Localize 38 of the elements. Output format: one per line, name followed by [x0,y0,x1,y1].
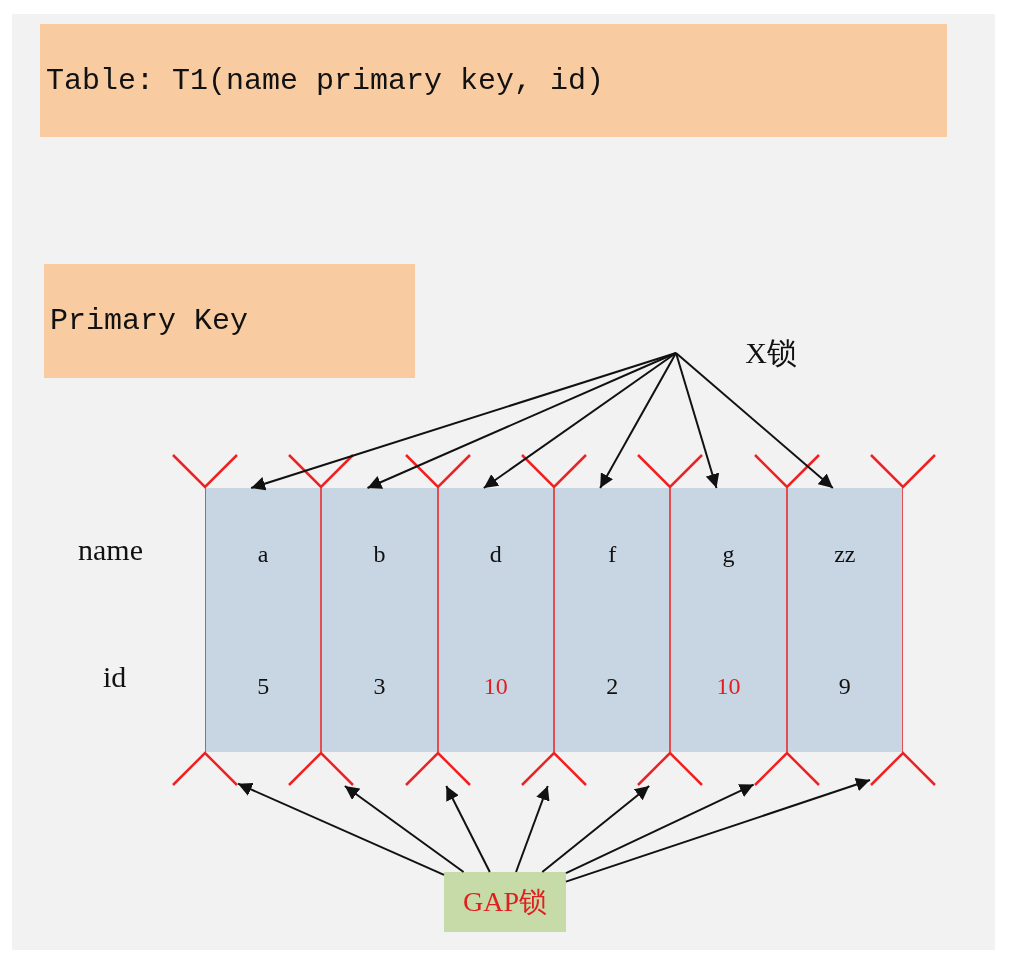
lock-label-box: GAP锁 [444,872,566,932]
arrow [599,352,677,489]
cell-value: 10 [715,672,742,701]
arrow [445,785,491,873]
table-cell: zz [786,488,903,620]
table-cell: b [321,488,438,620]
table-cell: f [554,488,671,620]
row-header: name [78,533,143,567]
table-cell: g [670,488,787,620]
arrow [675,352,834,489]
arrow [237,782,445,876]
lock-label: X锁 [676,333,797,373]
chevron-mark [288,752,355,786]
arrow [482,352,677,489]
chevron-mark [753,752,820,786]
table-cell: d [437,488,554,620]
arrow [675,352,720,489]
chevron-mark [521,752,587,786]
arrow [250,352,677,491]
row-header: id [103,660,127,694]
arrow [366,352,677,489]
cell-value: 5 [256,672,271,701]
cell-value: 2 [605,672,620,701]
cell-value: 10 [482,672,509,701]
cell-value: 9 [837,672,852,701]
chevron-mark [404,752,471,786]
arrow [515,785,550,873]
chevron-mark [172,752,238,786]
chevron-mark [637,752,704,786]
header-box: Primary Key [44,264,415,378]
arrow [343,785,465,873]
table-cell: a [205,488,322,620]
cell-value: 3 [372,672,387,701]
arrow [541,785,651,873]
arrow [565,777,871,883]
chevron-mark [869,752,936,786]
arrow [565,783,755,875]
header-box: Table: T1(name primary key, id) [40,24,947,137]
